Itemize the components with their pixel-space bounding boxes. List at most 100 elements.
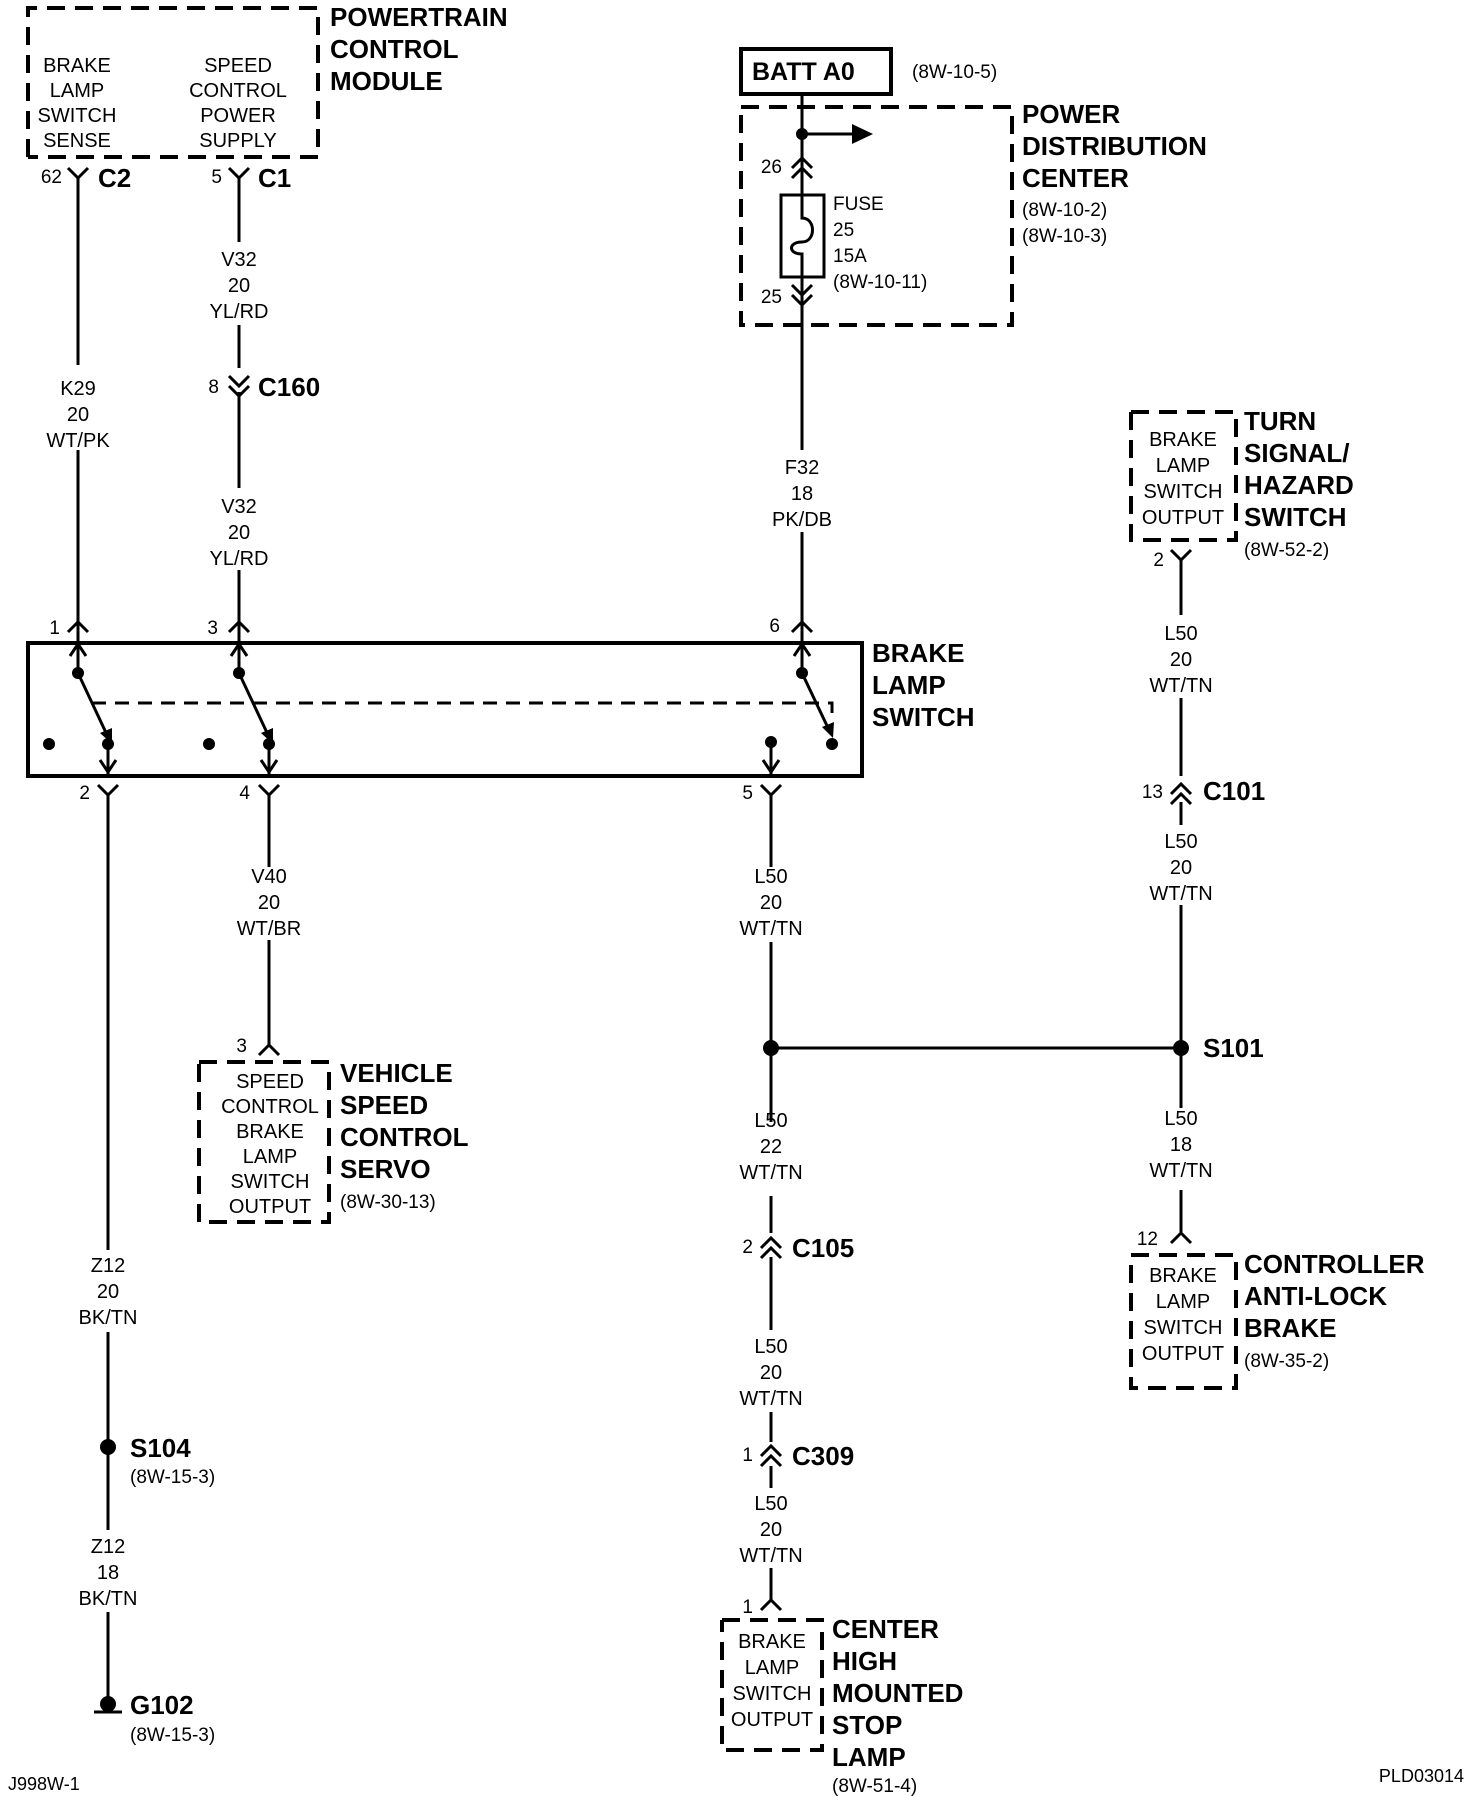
splice-s101: S101 <box>1203 1033 1264 1063</box>
wire-v32-lower-code: V32 <box>221 496 257 518</box>
pdc-pin-25: 25 <box>761 287 782 308</box>
wire-l50-turn: L50 20 WT/TN 13 C101 L50 20 WT/TN <box>1142 560 1265 1048</box>
wire-l50-turn-color: WT/TN <box>1149 675 1212 697</box>
vss-title-3: CONTROL <box>340 1122 469 1152</box>
vss-inner-4: LAMP <box>243 1146 297 1168</box>
wire-l50-c105-code: L50 <box>754 1336 787 1358</box>
chmsl-title-3: MOUNTED <box>832 1678 963 1708</box>
center-high-mounted-stop-lamp: 1 BRAKE LAMP SWITCH OUTPUT CENTER HIGH M… <box>720 1597 963 1796</box>
wire-l50-turn-gauge: 20 <box>1170 649 1192 671</box>
turn-inner-4: OUTPUT <box>1142 507 1224 529</box>
splice-s104: S104 <box>130 1433 191 1463</box>
abs-title-1: CONTROLLER <box>1244 1249 1425 1279</box>
bls-pin-6: 6 <box>769 616 780 637</box>
pdc-fuse-3: 15A <box>833 246 867 267</box>
wire-z12-upper-code: Z12 <box>91 1255 125 1277</box>
batt-label: BATT A0 <box>752 58 855 86</box>
chmsl-title-5: LAMP <box>832 1742 906 1772</box>
wire-v32-lower-color: YL/RD <box>210 548 269 570</box>
pdc-fuse-4: (8W-10-11) <box>833 272 927 293</box>
wire-f32: F32 18 PK/DB <box>772 325 832 622</box>
pcm-brake-sense-4: SENSE <box>43 130 111 152</box>
abs-pin-12: 12 <box>1137 1229 1158 1250</box>
abs-inner-1: BRAKE <box>1149 1265 1217 1287</box>
splice-s104-ref: (8W-15-3) <box>130 1467 215 1488</box>
turn-title-3: HAZARD <box>1244 470 1354 500</box>
bls-title-3: SWITCH <box>872 702 975 732</box>
connector-c309: C309 <box>792 1441 854 1471</box>
pdc-title-1: POWER <box>1022 99 1120 129</box>
turn-title-2: SIGNAL/ <box>1244 438 1349 468</box>
bls-pin-2: 2 <box>79 783 90 804</box>
chmsl-inner-3: SWITCH <box>733 1683 812 1705</box>
chmsl-inner-1: BRAKE <box>738 1631 806 1653</box>
vss-inner-6: OUTPUT <box>229 1196 311 1218</box>
pcm-speed-supply-4: SUPPLY <box>199 130 276 152</box>
vss-inner-2: CONTROL <box>221 1096 319 1118</box>
wire-l50-bls-gauge: 20 <box>760 892 782 914</box>
wire-l50-c101-gauge: 20 <box>1170 857 1192 879</box>
chmsl-pin-1: 1 <box>742 1597 753 1618</box>
turn-inner-2: LAMP <box>1156 455 1210 477</box>
wire-l50-abs-color: WT/TN <box>1149 1160 1212 1182</box>
wire-k29: K29 20 WT/PK <box>46 178 110 622</box>
connector-c101: C101 <box>1203 776 1265 806</box>
vss-title-1: VEHICLE <box>340 1058 453 1088</box>
wire-v40-color: WT/BR <box>237 918 301 940</box>
c101-pin: 13 <box>1142 782 1163 803</box>
pdc-fuse-2: 25 <box>833 220 854 241</box>
wire-f32-code: F32 <box>785 457 819 479</box>
pcm-brake-sense-3: SWITCH <box>38 105 117 127</box>
wire-f32-color: PK/DB <box>772 509 832 531</box>
chmsl-title-1: CENTER <box>832 1614 939 1644</box>
wire-k29-gauge: 20 <box>67 404 89 426</box>
footer-right-code: PLD03014 <box>1379 1766 1464 1786</box>
wire-l50-stop-circuit: L50 20 WT/TN S101 L50 22 WT/TN 2 C105 L5… <box>739 795 1264 1600</box>
chmsl-inner-4: OUTPUT <box>731 1709 813 1731</box>
ground-g102: G102 <box>130 1690 194 1720</box>
vss-pin-3: 3 <box>236 1036 247 1057</box>
wire-l50-c101-code: L50 <box>1164 831 1197 853</box>
turn-inner-1: BRAKE <box>1149 429 1217 451</box>
battery-feed: BATT A0 (8W-10-5) <box>739 47 997 96</box>
controller-anti-lock-brake: 12 BRAKE LAMP SWITCH OUTPUT CONTROLLER A… <box>1129 1229 1425 1390</box>
bls-pin-4: 4 <box>239 783 250 804</box>
abs-title-2: ANTI-LOCK <box>1244 1281 1387 1311</box>
turn-inner-3: SWITCH <box>1144 481 1223 503</box>
abs-inner-4: OUTPUT <box>1142 1343 1224 1365</box>
wire-v32-lower-gauge: 20 <box>228 522 250 544</box>
wire-l50-bls-code: L50 <box>754 866 787 888</box>
bls-pin-3: 3 <box>207 618 218 639</box>
wire-l50-c105-gauge: 20 <box>760 1362 782 1384</box>
ground-g102-ref: (8W-15-3) <box>130 1725 215 1746</box>
turn-title-4: SWITCH <box>1244 502 1347 532</box>
wire-l50-c309-gauge: 20 <box>760 1519 782 1541</box>
wire-l50-bls-color: WT/TN <box>739 918 802 940</box>
ground-path: Z12 20 BK/TN S104 (8W-15-3) Z12 18 BK/TN… <box>79 795 215 1746</box>
bls-title-2: LAMP <box>872 670 946 700</box>
connector-c160: C160 <box>258 372 320 402</box>
pcm-pin-5: 5 <box>211 167 222 188</box>
pdc-title-2: DISTRIBUTION <box>1022 131 1207 161</box>
wire-v40: V40 20 WT/BR <box>237 795 301 1046</box>
wire-k29-code: K29 <box>60 378 96 400</box>
brake-lamp-switch: BRAKE LAMP SWITCH 1 3 6 <box>26 616 975 804</box>
wire-v32-upper-code: V32 <box>221 249 257 271</box>
wire-v40-code: V40 <box>251 866 287 888</box>
wire-v32-upper-color: YL/RD <box>210 301 269 323</box>
wire-l50-c309-code: L50 <box>754 1493 787 1515</box>
vss-inner-1: SPEED <box>236 1071 304 1093</box>
wire-l50-c105-color: WT/TN <box>739 1388 802 1410</box>
wire-l50-abs-gauge: 18 <box>1170 1134 1192 1156</box>
pcm-speed-supply-2: CONTROL <box>189 80 287 102</box>
pdc-pin-26: 26 <box>761 157 782 178</box>
pcm-brake-sense-2: LAMP <box>50 80 104 102</box>
pcm-speed-supply-3: POWER <box>200 105 276 127</box>
abs-inner-2: LAMP <box>1156 1291 1210 1313</box>
wire-l50-abs: L50 18 WT/TN <box>1149 1048 1213 1232</box>
wire-z12-upper-color: BK/TN <box>79 1307 138 1329</box>
footer-left-code: J998W-1 <box>8 1774 80 1794</box>
c105-pin: 2 <box>742 1237 753 1258</box>
vss-inner-3: BRAKE <box>236 1121 304 1143</box>
